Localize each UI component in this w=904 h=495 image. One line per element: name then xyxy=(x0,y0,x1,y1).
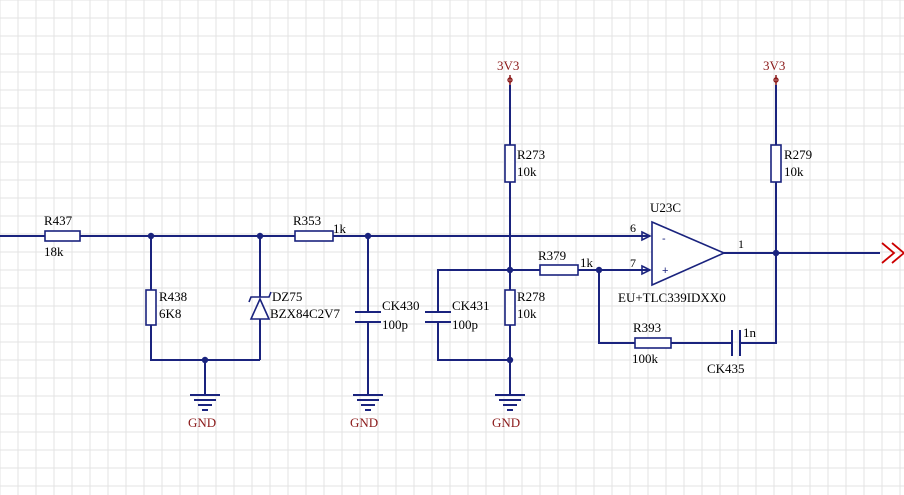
junctions xyxy=(147,232,780,364)
resistor-r353: R353 1k xyxy=(293,213,347,242)
power-3v3-left: 3V3 xyxy=(497,58,519,85)
r379-value: 1k xyxy=(580,255,594,270)
resistor-r273: R273 10k xyxy=(504,144,545,183)
power-3v3-right: 3V3 xyxy=(763,58,785,85)
u23c-pin-1: 1 xyxy=(738,237,744,251)
capacitor-ck430: CK430 100p xyxy=(355,298,420,332)
gnd-symbol-b: GND xyxy=(350,394,383,430)
r437-ref: R437 xyxy=(44,213,73,228)
u23c-part: EU+TLC339IDXX0 xyxy=(618,290,726,305)
output-port-arrow xyxy=(881,242,904,264)
ck435-ref: CK435 xyxy=(707,361,745,376)
r273-ref: R273 xyxy=(517,147,545,162)
gnd-symbol-c: GND xyxy=(492,394,525,430)
capacitor-ck431: CK431 100p xyxy=(425,298,490,332)
power-label-3v3-right: 3V3 xyxy=(763,58,785,73)
ck431-ref: CK431 xyxy=(452,298,490,313)
resistor-r379: R379 1k xyxy=(538,248,594,276)
u23c-ref: U23C xyxy=(650,200,681,215)
u23c-pin-6: 6 xyxy=(630,221,636,235)
u23c-pin-7: 7 xyxy=(630,256,636,270)
gnd-label-a: GND xyxy=(188,415,216,430)
r379-ref: R379 xyxy=(538,248,566,263)
dz75-ref: DZ75 xyxy=(272,289,302,304)
ck430-value: 100p xyxy=(382,317,408,332)
dz75-value: BZX84C2V7 xyxy=(270,306,341,321)
wires xyxy=(0,85,880,395)
resistor-r278: R278 10k xyxy=(504,289,545,326)
r353-value: 1k xyxy=(333,221,347,236)
ck431-value: 100p xyxy=(452,317,478,332)
power-label-3v3-left: 3V3 xyxy=(497,58,519,73)
resistor-r279: R279 10k xyxy=(770,144,812,183)
ck430-ref: CK430 xyxy=(382,298,420,313)
r278-value: 10k xyxy=(517,306,537,321)
r393-value: 100k xyxy=(632,351,659,366)
r437-value: 18k xyxy=(44,244,64,259)
resistor-r438: R438 6K8 xyxy=(145,289,187,326)
u23c-minus-symbol: - xyxy=(662,233,666,245)
u23c-plus-symbol: + xyxy=(662,265,668,277)
resistor-r437: R437 18k xyxy=(44,213,81,259)
gnd-symbol-a: GND xyxy=(188,394,220,430)
r393-ref: R393 xyxy=(633,320,661,335)
capacitor-ck435: 1n CK435 xyxy=(707,325,757,376)
gnd-label-c: GND xyxy=(492,415,520,430)
r279-value: 10k xyxy=(784,164,804,179)
ck435-value: 1n xyxy=(743,325,757,340)
zener-dz75: DZ75 BZX84C2V7 xyxy=(248,289,341,321)
r279-ref: R279 xyxy=(784,147,812,162)
r353-ref: R353 xyxy=(293,213,321,228)
comparator-u23c: - + 6 7 1 U23C EU+TLC339IDXX0 xyxy=(618,200,744,305)
r278-ref: R278 xyxy=(517,289,545,304)
r438-value: 6K8 xyxy=(159,306,181,321)
r438-ref: R438 xyxy=(159,289,187,304)
resistor-r393: R393 100k xyxy=(632,320,672,366)
r273-value: 10k xyxy=(517,164,537,179)
gnd-label-b: GND xyxy=(350,415,378,430)
